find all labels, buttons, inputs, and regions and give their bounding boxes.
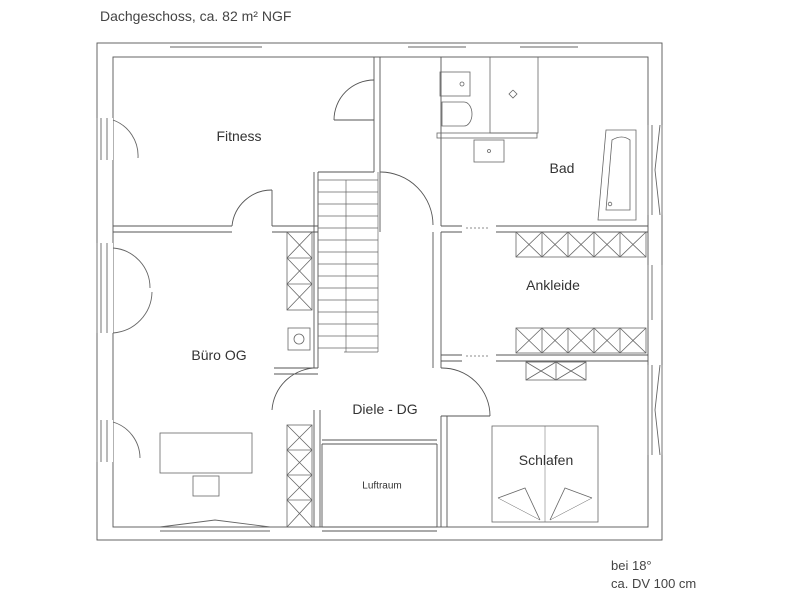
- room-label-schlafen: Schlafen: [518, 452, 574, 468]
- room-label-diele: Diele - DG: [352, 401, 418, 417]
- staircase: [318, 172, 379, 353]
- wardrobes: [466, 227, 647, 381]
- office-furniture: [159, 231, 313, 528]
- room-label-buero: Büro OG: [191, 347, 247, 363]
- plan-title: Dachgeschoss, ca. 82 m² NGF: [100, 8, 292, 24]
- knee-wall-note: ca. DV 100 cm: [611, 576, 697, 591]
- roof-pitch-note: bei 18°: [611, 558, 652, 573]
- room-label-luftraum: Luftraum: [362, 480, 402, 492]
- room-label-fitness: Fitness: [216, 128, 262, 144]
- windows: [95, 41, 664, 533]
- room-label-bad: Bad: [549, 160, 575, 176]
- bathroom-fixtures: [436, 56, 637, 221]
- room-label-ankleide: Ankleide: [526, 277, 580, 293]
- bed: [491, 425, 599, 523]
